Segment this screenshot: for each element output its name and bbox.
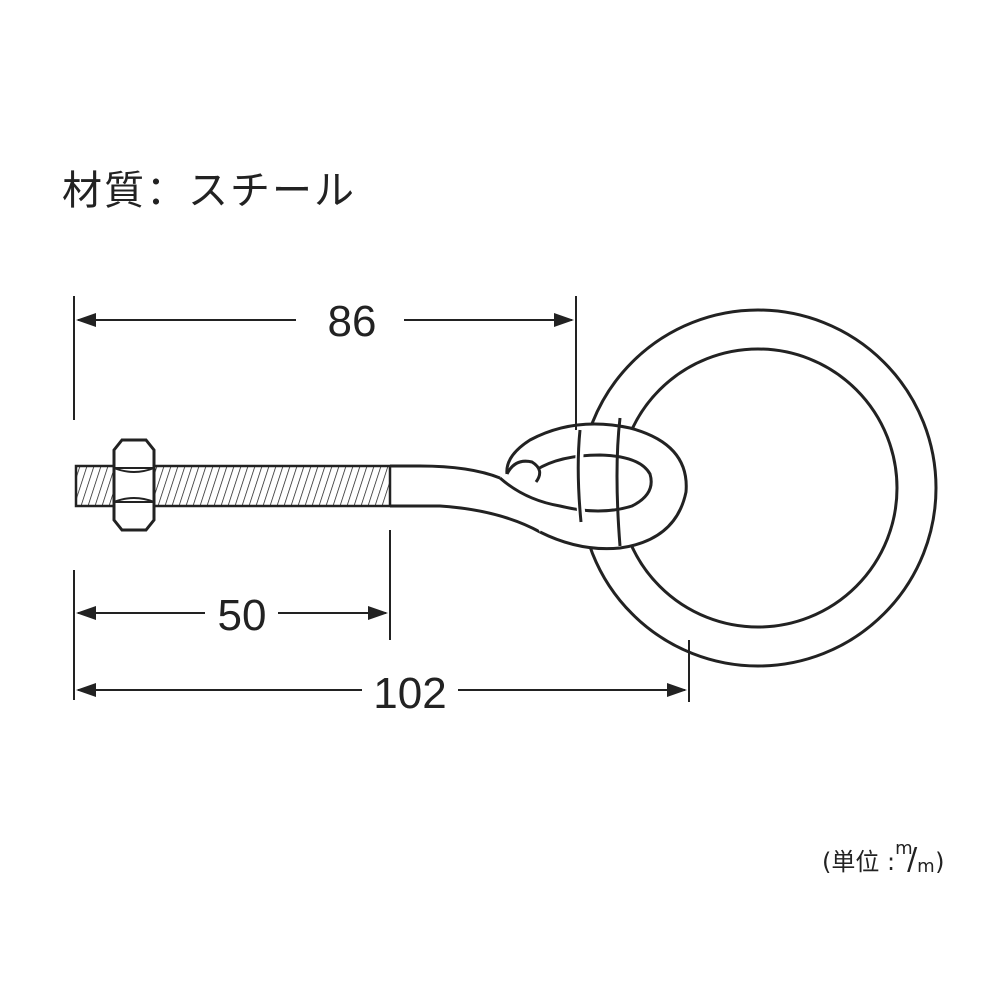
arrow-right-icon bbox=[368, 606, 388, 620]
material-label: 材質：スチール bbox=[62, 168, 356, 214]
dimension-50: 50 bbox=[73, 530, 391, 700]
dimension-102: 102 bbox=[76, 640, 690, 718]
large-ring-front bbox=[575, 417, 622, 547]
dimension-102-label: 102 bbox=[373, 669, 446, 718]
bolt-eye bbox=[499, 422, 688, 551]
arrow-left-icon bbox=[76, 683, 96, 697]
unit-note-suffix: ) bbox=[935, 848, 945, 876]
arrow-right-icon bbox=[554, 313, 574, 327]
unit-note-prefix: (単位 : bbox=[822, 848, 896, 876]
dimension-86-label: 86 bbox=[328, 297, 377, 346]
unit-note: (単位 :m/m) bbox=[822, 838, 945, 878]
unit-mm-fraction: m/m bbox=[895, 838, 935, 877]
arrow-left-icon bbox=[76, 313, 96, 327]
arrow-left-icon bbox=[76, 606, 96, 620]
arrow-right-icon bbox=[667, 683, 687, 697]
hex-nut bbox=[112, 438, 156, 532]
dimension-50-label: 50 bbox=[218, 591, 267, 640]
dimension-86: 86 bbox=[73, 296, 577, 430]
